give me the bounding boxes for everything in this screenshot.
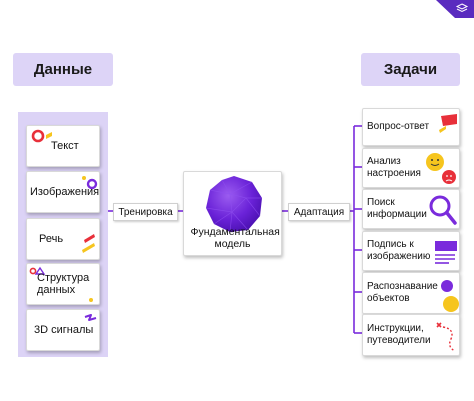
data-card-label: Речь <box>39 233 64 245</box>
yellow-circles-icon <box>441 280 459 312</box>
purple-sphere-icon <box>205 176 262 233</box>
task-card-label: Инструкции, путеводители <box>367 323 431 346</box>
data-card-speech: Речь <box>26 218 100 260</box>
triangle-dots-icon <box>29 266 93 302</box>
task-card-caption: Подпись к изображению <box>362 231 460 271</box>
data-card-label: 3D сигналы <box>34 324 94 336</box>
tasks-header-label: Задачи <box>383 61 438 78</box>
task-card-label: Поиск информации <box>367 197 427 220</box>
dotted-route-icon <box>436 322 456 352</box>
emoji-faces-icon <box>426 153 456 184</box>
data-card-images: Изображения <box>26 171 100 213</box>
red-ring-yellow-bar-icon <box>31 129 52 143</box>
training-label: Тренировка <box>118 206 173 218</box>
data-card-structure: Структура данных <box>26 263 100 305</box>
adaptation-label-box: Адаптация <box>288 203 350 221</box>
task-card-objects: Распознавание объектов <box>362 272 460 314</box>
data-header: Данные <box>13 53 113 86</box>
training-label-box: Тренировка <box>113 203 178 221</box>
task-card-label: Распознавание объектов <box>367 281 438 304</box>
data-card-label: Структура данных <box>37 272 90 296</box>
task-card-label: Анализ настроения <box>367 156 421 179</box>
foundation-model-label: Фундаментальная модель <box>190 226 280 250</box>
data-header-label: Данные <box>33 61 93 78</box>
red-flag-icon <box>439 114 457 133</box>
data-card-text: Текст <box>26 125 100 167</box>
foundation-model-card: Фундаментальная модель <box>183 171 282 256</box>
data-card-label: Изображения <box>30 186 100 198</box>
adaptation-label: Адаптация <box>293 206 345 218</box>
task-card-label: Подпись к изображению <box>367 239 431 262</box>
purple-ring-icon <box>82 176 98 190</box>
brand-logo <box>436 0 474 18</box>
zigzag-icon <box>84 314 97 321</box>
task-card-qa: Вопрос-ответ <box>362 108 460 146</box>
task-card-sentiment: Анализ настроения <box>362 148 460 188</box>
logo-icon <box>436 0 474 18</box>
task-card-instructions: Инструкции, путеводители <box>362 314 460 356</box>
data-card-label: Текст <box>51 140 79 152</box>
magnifier-icon <box>429 195 457 225</box>
image-caption-icon <box>435 241 457 264</box>
speech-strokes-icon <box>82 234 95 253</box>
task-card-label: Вопрос-ответ <box>367 121 430 132</box>
tasks-header: Задачи <box>361 53 460 86</box>
data-card-3d: 3D сигналы <box>26 309 100 351</box>
task-card-search: Поиск информации <box>362 189 460 229</box>
